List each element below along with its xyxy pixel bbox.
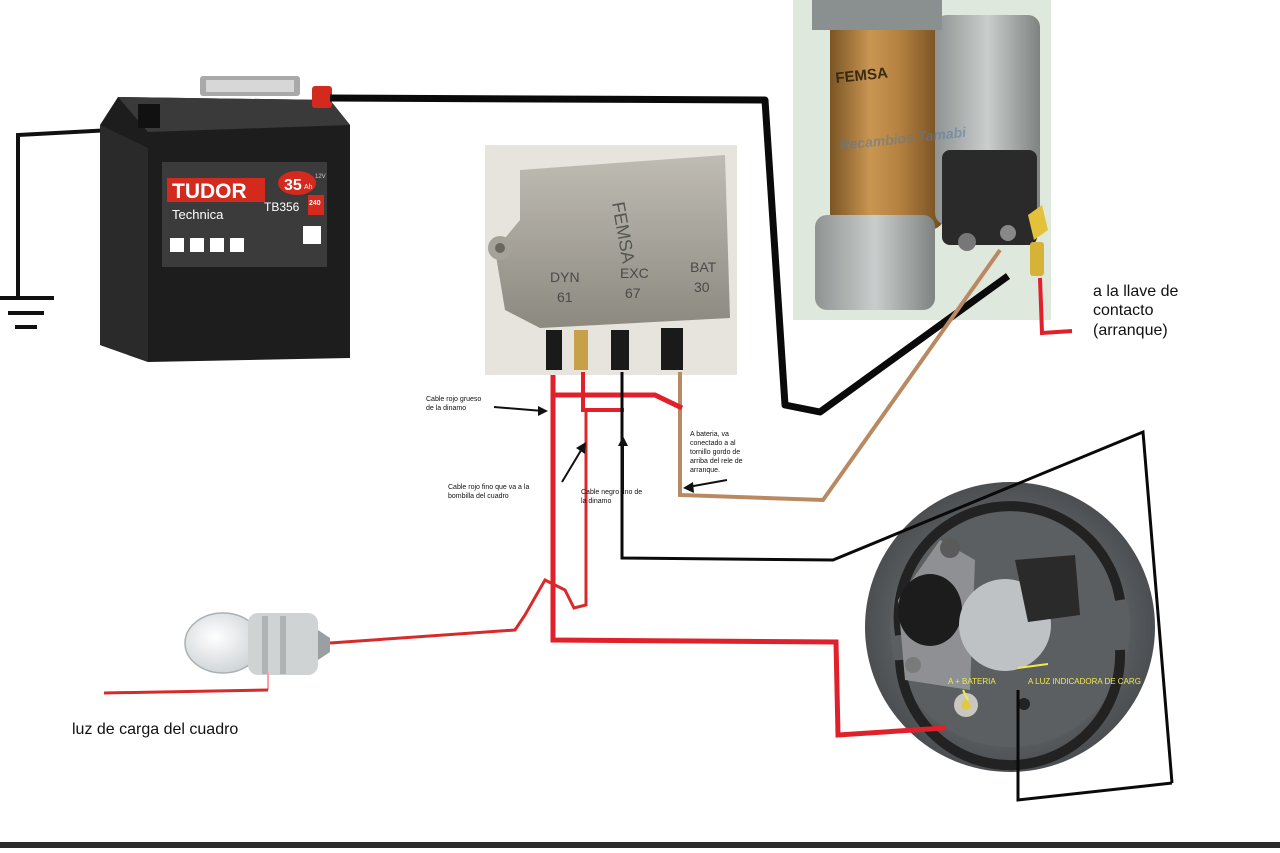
regulator-terminal-bat: BAT	[690, 259, 717, 275]
alternator: A + BATERIA A LUZ INDICADORA DE CARG	[865, 482, 1155, 772]
regulator-terminal-dyn: DYN	[550, 269, 580, 285]
ignition-label-line-2: contacto	[1093, 302, 1154, 319]
regulator-terminal-exc-code: 67	[625, 285, 641, 301]
battery-note-line-4: arriba del rele de	[690, 458, 743, 465]
arrow-battery-note	[683, 479, 728, 493]
battery-model-line: Technica	[172, 207, 224, 222]
lamp-label: luz de carga del cuadro	[72, 721, 238, 738]
arrow-thin-red	[561, 442, 586, 483]
battery-amp-hours-unit: Ah	[304, 184, 313, 191]
battery-brand: TUDOR	[172, 180, 247, 203]
alternator-label-battery: A + BATERIA	[948, 677, 996, 686]
battery-note-line-2: conectado a al	[690, 440, 736, 447]
ignition-label: a la llave de contacto (arranque)	[1093, 283, 1178, 339]
battery-note-line-5: arranque.	[690, 467, 720, 474]
battery-voltage: 12V	[315, 174, 326, 180]
arrow-thick-red	[493, 406, 548, 416]
regulator-terminal-bat-code: 30	[694, 279, 710, 295]
battery: TUDOR 35 Ah 12V Technica TB356 240	[100, 76, 350, 362]
thin-red-label-line-2: bombilla del cuadro	[448, 493, 509, 500]
battery-note-line-1: A bateria, va	[690, 431, 729, 438]
thick-red-label: Cable rojo grueso de la dinamo	[426, 396, 481, 412]
ignition-label-line-1: a la llave de	[1093, 283, 1178, 300]
alternator-label-lamp: A LUZ INDICADORA DE CARG	[1028, 677, 1141, 686]
bottom-border	[0, 842, 1280, 848]
thin-red-wire	[103, 372, 624, 695]
regulator-terminal-exc: EXC	[620, 265, 649, 281]
battery-positive-terminal	[312, 86, 332, 108]
thin-black-label-line-1: Cable negro fino de	[581, 489, 642, 496]
thick-red-wire	[550, 375, 946, 738]
battery-amp-hours: 35	[284, 177, 302, 194]
starter-brand: FEMSA	[835, 65, 889, 87]
arrow-thin-black	[618, 436, 628, 490]
thick-red-label-line-2: de la dinamo	[426, 405, 466, 412]
battery-note-line-3: tornillo gordo de	[690, 449, 740, 456]
ignition-label-line-3: (arranque)	[1093, 322, 1168, 339]
battery-starter-black-wire	[329, 94, 1011, 416]
ignition-red-wire	[1038, 277, 1073, 336]
battery-cca: 240	[309, 200, 321, 207]
starter-motor: FEMSA Recambios Tamabi	[793, 0, 1051, 320]
charge-lamp-bulb	[184, 612, 330, 690]
brown-wire	[678, 248, 1002, 503]
thin-black-wire	[620, 372, 1174, 802]
thin-red-label: Cable rojo fino que va a la bombilla del…	[448, 484, 529, 500]
thin-black-label-line-2: la dinamo	[581, 498, 611, 505]
thin-red-label-line-1: Cable rojo fino que va a la	[448, 484, 529, 491]
battery-code: TB356	[264, 200, 300, 214]
thin-black-label: Cable negro fino de la dinamo	[581, 489, 642, 505]
battery-note-label: A bateria, va conectado a al tornillo go…	[690, 431, 743, 474]
thick-red-label-line-1: Cable rojo grueso	[426, 396, 481, 403]
regulator: FEMSA DYN 61 EXC 67 BAT 30	[485, 145, 737, 375]
regulator-terminal-dyn-code: 61	[557, 289, 573, 305]
